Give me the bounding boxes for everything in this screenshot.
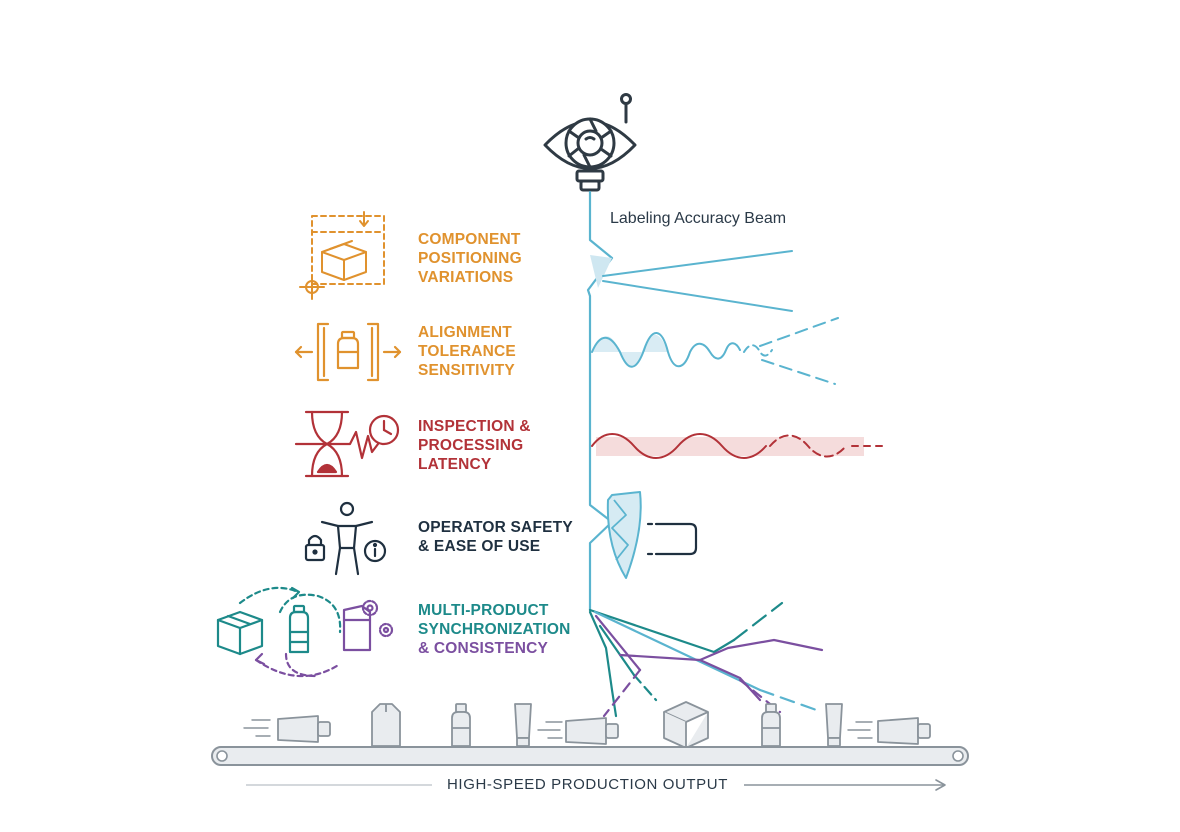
accuracy-beam: [586, 190, 614, 612]
factor-label-line: PROCESSING: [418, 437, 524, 454]
beam-label: Labeling Accuracy Beam: [610, 210, 787, 227]
factor-label-line: VARIATIONS: [418, 269, 514, 286]
factor-label-sync: MULTI-PRODUCT SYNCHRONIZATION & CONSISTE…: [418, 601, 571, 658]
shield-icon: [606, 491, 698, 579]
box-target-icon: [299, 211, 385, 300]
factor-label-alignment: ALIGNMENT TOLERANCE SENSITIVITY: [418, 323, 516, 380]
factor-label-safety: OPERATOR SAFETY & EASE OF USE: [418, 518, 573, 556]
factor-label-line: POSITIONING: [418, 250, 522, 267]
conveyor-belt-icon: [211, 701, 969, 791]
factor-label-line: SENSITIVITY: [418, 362, 515, 379]
factor-label-line: MULTI-PRODUCT: [418, 602, 549, 619]
factor-label-line: ALIGNMENT: [418, 324, 512, 341]
factor-label-positioning: COMPONENT POSITIONING VARIATIONS: [418, 230, 522, 287]
factor-label-latency: INSPECTION & PROCESSING LATENCY: [418, 417, 531, 474]
camera-eye-icon: [543, 93, 637, 192]
hourglass-clock-icon: [294, 410, 400, 478]
alignment-deviation: [591, 317, 839, 385]
factor-label-line: INSPECTION &: [418, 418, 531, 435]
bottle-bracket-icon: [294, 322, 402, 382]
positioning-deviation: [590, 250, 793, 312]
factor-label-line: OPERATOR SAFETY: [418, 519, 573, 536]
factor-label-line: COMPONENT: [418, 231, 521, 248]
factor-label-line: TOLERANCE: [418, 343, 516, 360]
factor-label-line: & EASE OF USE: [418, 538, 541, 555]
multi-product-cycle-icon: [216, 586, 394, 678]
sync-deviation: [588, 601, 824, 718]
conveyor-label: HIGH-SPEED PRODUCTION OUTPUT: [447, 776, 728, 793]
latency-deviation: [591, 433, 889, 459]
factor-label-line: SYNCHRONIZATION: [418, 621, 571, 638]
factor-label-line: & CONSISTENCY: [418, 640, 549, 657]
factor-label-line: LATENCY: [418, 456, 492, 473]
operator-lock-info-icon: [304, 501, 387, 576]
